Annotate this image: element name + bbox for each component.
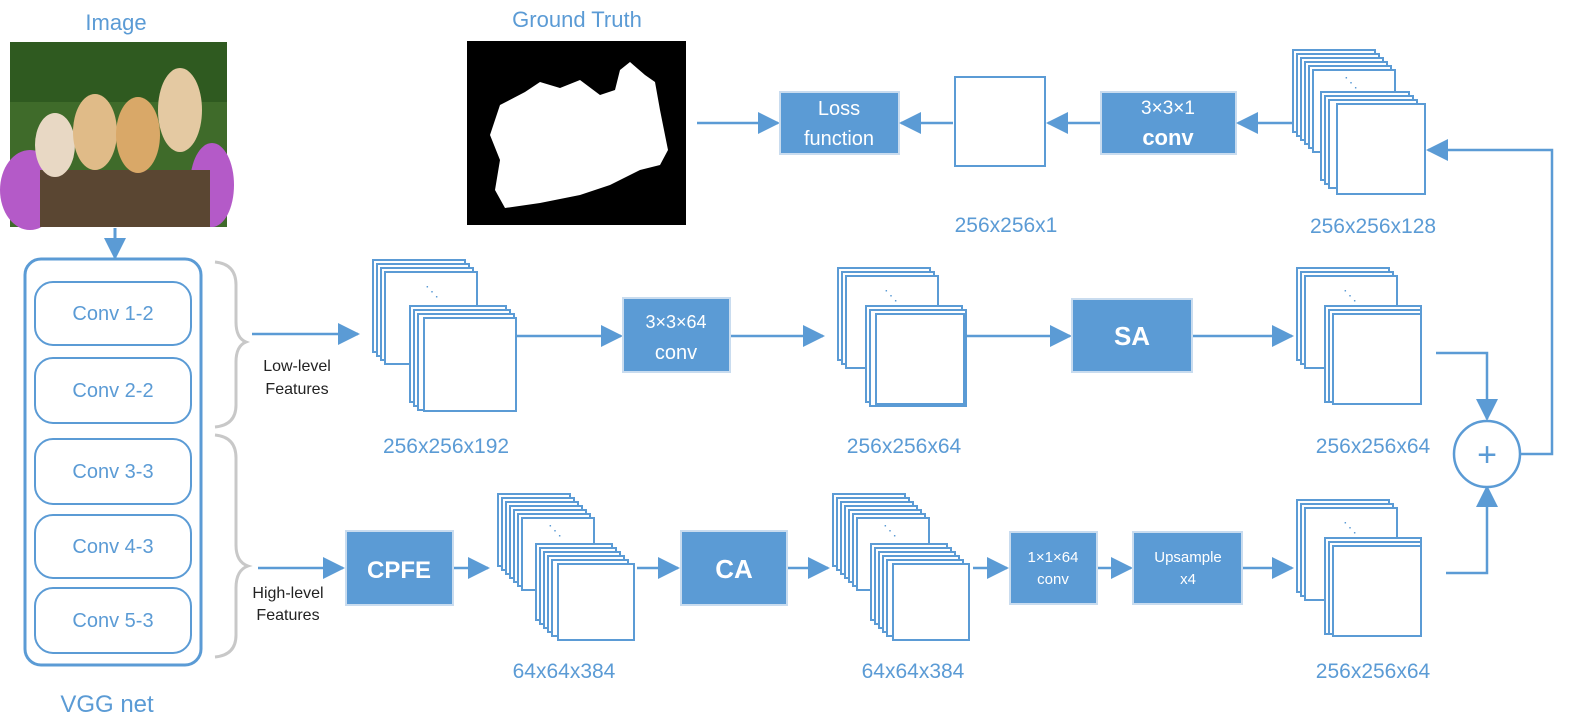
conv3x3x1-line2: conv [1142,125,1194,150]
vgg-layer-label: Conv 4-3 [72,536,153,558]
upsample-box: Upsample x4 [1132,531,1243,605]
low-to-sum-connector [1446,485,1498,575]
ca-label: CA [715,554,753,584]
low-level-bracket [214,260,251,429]
conv3x3x64-line1: 3×3×64 [645,312,706,332]
cpfe-label: CPFE [367,557,431,584]
vgg-layer-label: Conv 1-2 [72,303,153,325]
ground-truth-title: Ground Truth [512,7,642,32]
feature-stack-128: ⋱ [1292,49,1426,195]
dim-mid-2: 256x256x64 [847,435,962,458]
upsample-line1: Upsample [1154,549,1222,566]
feature-stack-384b: ⋱ [832,493,970,641]
vgg-layer-conv1-2: Conv 1-2 [34,281,192,346]
input-image [0,42,234,230]
image-title: Image [85,10,146,35]
conv3x3x64-line2: conv [655,342,697,364]
conv1x1x64-line1: 1×1×64 [1028,549,1079,566]
conv3x3x1-line1: 3×3×1 [1141,98,1195,119]
loss-line1: Loss [818,98,860,120]
vgg-layer-conv2-2: Conv 2-2 [34,357,192,424]
cpfe-box: CPFE [345,530,454,606]
high-level-label-2: Features [256,607,319,624]
dim-top-single: 256x256x1 [955,214,1058,237]
conv3x3x1-box: 3×3×1 conv [1100,91,1237,155]
loss-function-box: Loss function [779,91,900,155]
dim-low-2: 64x64x384 [862,660,965,683]
low-level-label-1: Low-level [263,358,331,375]
dim-low-3: 256x256x64 [1316,660,1431,683]
dim-top-stack: 256x256x128 [1310,215,1436,238]
svg-text:⋱: ⋱ [1344,74,1358,90]
low-level-label-2: Features [265,381,328,398]
sum-to-top-connector [1426,139,1554,456]
ground-truth-mask [467,41,686,225]
svg-text:⋱: ⋱ [425,283,439,299]
ca-box: CA [680,530,788,606]
svg-text:⋱: ⋱ [1343,287,1357,303]
sa-label: SA [1114,321,1150,351]
dim-mid-1: 256x256x192 [383,435,509,458]
sa-box: SA [1071,298,1193,373]
svg-text:⋱: ⋱ [883,522,897,538]
high-level-label-1: High-level [252,585,323,602]
sum-symbol: + [1477,436,1497,474]
vgg-layer-conv3-3: Conv 3-3 [34,438,192,505]
mid-to-sum-connector [1436,351,1498,421]
vgg-layer-conv5-3: Conv 5-3 [34,587,192,654]
svg-text:⋱: ⋱ [884,287,898,303]
dim-low-1: 64x64x384 [513,660,616,683]
feature-stack-192: ⋱ [372,259,517,412]
sum-node [1452,419,1522,489]
conv1x1x64-line2: conv [1037,571,1069,588]
upsample-line2: x4 [1180,571,1196,588]
vgg-layer-label: Conv 2-2 [72,380,153,402]
feature-stack-64b: ⋱ [1296,267,1422,405]
vgg-layer-label: Conv 3-3 [72,461,153,483]
vgg-layer-label: Conv 5-3 [72,610,153,632]
feature-stack-64c: ⋱ [1296,499,1422,637]
vgg-layer-conv4-3: Conv 4-3 [34,514,192,579]
feature-stack-64a: ⋱ [837,267,967,407]
conv1x1x64-box: 1×1×64 conv [1009,531,1098,605]
high-level-bracket [214,433,253,659]
loss-line2: function [804,128,874,150]
vgg-title: VGG net [60,691,154,718]
feature-stack-384a: ⋱ [497,493,635,641]
svg-text:⋱: ⋱ [548,522,562,538]
single-feature-map [954,76,1046,167]
dim-mid-3: 256x256x64 [1316,435,1431,458]
conv3x3x64-box: 3×3×64 conv [622,297,731,373]
svg-text:⋱: ⋱ [1343,519,1357,535]
